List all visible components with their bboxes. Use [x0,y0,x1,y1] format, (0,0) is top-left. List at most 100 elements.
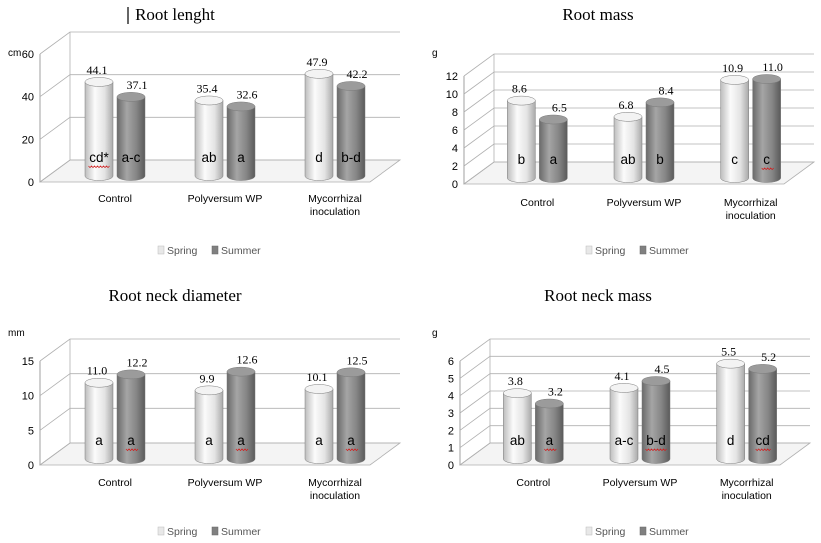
bar-spring [720,75,749,183]
bar-spring [304,384,334,464]
gridline [463,107,814,131]
gridline [39,116,400,140]
spellcheck-underline [761,167,774,171]
y-tick-label: 5 [28,425,34,437]
data-label: 35.4 [197,81,218,95]
significance-letter: a [315,433,323,448]
category-label: Polyversum WP [607,197,682,209]
spellcheck-underline [125,448,139,452]
gridline [459,373,810,396]
significance-letter: b-d [341,150,361,165]
gridline [463,125,814,149]
category-label: Control [520,197,554,209]
y-tick-label: 10 [446,89,458,101]
gridline [39,338,400,362]
axis-unit: mm [8,328,25,339]
y-tick-label: 4 [452,143,458,155]
category-label: Control [98,477,132,489]
significance-letter: a [550,152,558,167]
gridline [463,71,814,95]
bar-spring [84,377,114,464]
gridline [459,355,810,379]
y-tick-label: 10 [22,391,34,403]
spellcheck-underline [235,448,249,452]
legend-label-summer: Summer [221,245,261,257]
significance-letter: a-c [122,150,141,165]
y-tick-label: 8 [452,107,458,119]
legend-swatch-spring [585,526,593,536]
bar-summer [336,81,366,181]
significance-letter: b [518,152,526,167]
gridline [463,143,814,167]
legend: Spring Summer [157,526,261,538]
data-label: 3.8 [508,374,523,388]
gridline [463,161,814,185]
bar-summer [748,364,777,464]
gridline [39,31,400,55]
data-label: 8.6 [512,82,527,96]
spellcheck-underline [544,448,557,452]
y-tick-label: 0 [452,179,458,191]
bar-summer [645,97,675,183]
y-tick-label: 0 [28,460,34,472]
y-tick-label: 12 [446,71,458,83]
category-label: Polyversum WP [603,477,678,489]
significance-letter: ab [620,152,635,167]
chart-title: Root mass [562,5,633,24]
axis-unit: g [432,328,438,339]
data-label: 37.1 [127,78,148,92]
y-tick-label: 0 [448,460,454,472]
data-label: 47.9 [307,55,328,69]
data-label: 12.2 [127,355,148,369]
chart-title: Root lenght [135,5,215,24]
legend-swatch-summer [211,526,219,536]
bar-summer [226,366,256,464]
y-tick-label: 15 [22,356,34,368]
significance-letter: d [727,433,735,448]
significance-letter: a-c [615,433,634,448]
legend: Spring Summer [157,245,261,257]
bar-spring [609,383,639,464]
bar-spring [613,112,643,183]
category-label: Polyversum WP [188,477,263,489]
bar-summer [752,74,781,183]
significance-letter: c [731,152,738,167]
significance-letter: b-d [646,433,666,448]
y-tick-label: 6 [448,356,454,368]
bar-summer [336,367,366,464]
legend-swatch-summer [639,526,647,536]
data-label: 8.4 [659,83,674,97]
data-label: 42.2 [347,67,368,81]
data-label: 3.2 [548,385,563,399]
data-label: 11.0 [762,60,783,74]
chart-panel: Root neck massg01234563.8ab3.2aControl4.… [432,286,812,538]
y-tick-label: 0 [28,177,34,189]
data-label: 10.9 [722,61,743,75]
y-tick-label: 40 [22,92,34,104]
gridline [463,89,814,113]
gridline [459,338,810,362]
bar-spring [304,69,334,181]
chart-panel: Root massg0246810128.6b6.5aControl6.8ab8… [432,5,816,257]
y-tick-label: 1 [448,443,454,455]
data-label: 11.0 [87,364,108,378]
legend-label-spring: Spring [167,526,198,538]
data-label: 4.1 [615,369,630,383]
y-tick-label: 6 [452,125,458,137]
significance-letter: a [347,433,355,448]
legend-label-summer: Summer [221,526,261,538]
category-label: Control [98,193,132,205]
spellcheck-underline [645,448,667,452]
significance-letter: cd [756,433,770,448]
legend-label-spring: Spring [167,245,198,257]
significance-letter: a [546,433,554,448]
significance-letter: c [763,152,770,167]
legend-label-spring: Spring [595,245,626,257]
bar-spring [194,95,224,181]
y-tick-label: 3 [448,408,454,420]
significance-letter: a [205,433,213,448]
